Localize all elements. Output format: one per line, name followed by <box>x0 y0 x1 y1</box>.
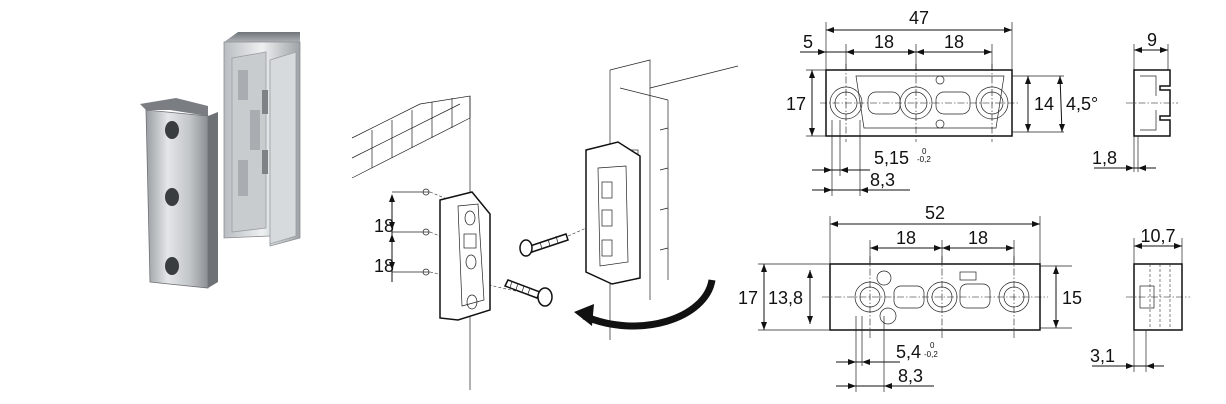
dim-height-13-8: 13,8 <box>768 288 803 308</box>
dim-offset-8-3-top: 8,3 <box>870 170 895 190</box>
technical-drawing-top: 47 5 18 18 <box>786 8 1178 196</box>
dim-height-17-bottom: 17 <box>738 288 758 308</box>
dim-side-9: 9 <box>1147 30 1157 50</box>
dim-height-17-top: 17 <box>786 94 806 114</box>
dim-pitch-top-2: 18 <box>944 32 964 52</box>
tol-bottom-upper: 0 <box>930 341 935 350</box>
tol-bottom-lower: -0,2 <box>924 350 938 359</box>
dim-side-1-8: 1,8 <box>1092 148 1117 168</box>
dim-offset-8-3-bottom: 8,3 <box>898 366 923 386</box>
dim-height-15: 15 <box>1062 288 1082 308</box>
dim-angle: 4,5° <box>1066 94 1098 114</box>
dim-side-3-1: 3,1 <box>1090 346 1115 366</box>
dim-width-47: 47 <box>909 8 929 28</box>
screw-upper <box>519 221 601 257</box>
tol-top-lower: -0,2 <box>917 155 931 164</box>
dim-offset-5: 5 <box>803 32 813 52</box>
mount-spacing-2: 18 <box>374 256 394 276</box>
mount-spacing-1: 18 <box>374 216 394 236</box>
tol-top-upper: 0 <box>922 147 927 156</box>
assembly-illustration: 18 18 <box>351 59 739 390</box>
dim-slot-5-4: 5,4 <box>896 342 921 362</box>
dim-slot-5-15: 5,15 <box>874 148 909 168</box>
screw-lower <box>503 279 553 307</box>
dim-pitch-bottom-2: 18 <box>968 228 988 248</box>
dim-width-52: 52 <box>925 203 945 223</box>
dim-height-14: 14 <box>1034 94 1054 114</box>
dim-side-10-7: 10,7 <box>1140 226 1175 246</box>
dim-pitch-top-1: 18 <box>874 32 894 52</box>
technical-drawing-bottom: 52 18 18 17 <box>738 203 1190 392</box>
dim-pitch-bottom-1: 18 <box>896 228 916 248</box>
connector-photo <box>140 32 301 289</box>
